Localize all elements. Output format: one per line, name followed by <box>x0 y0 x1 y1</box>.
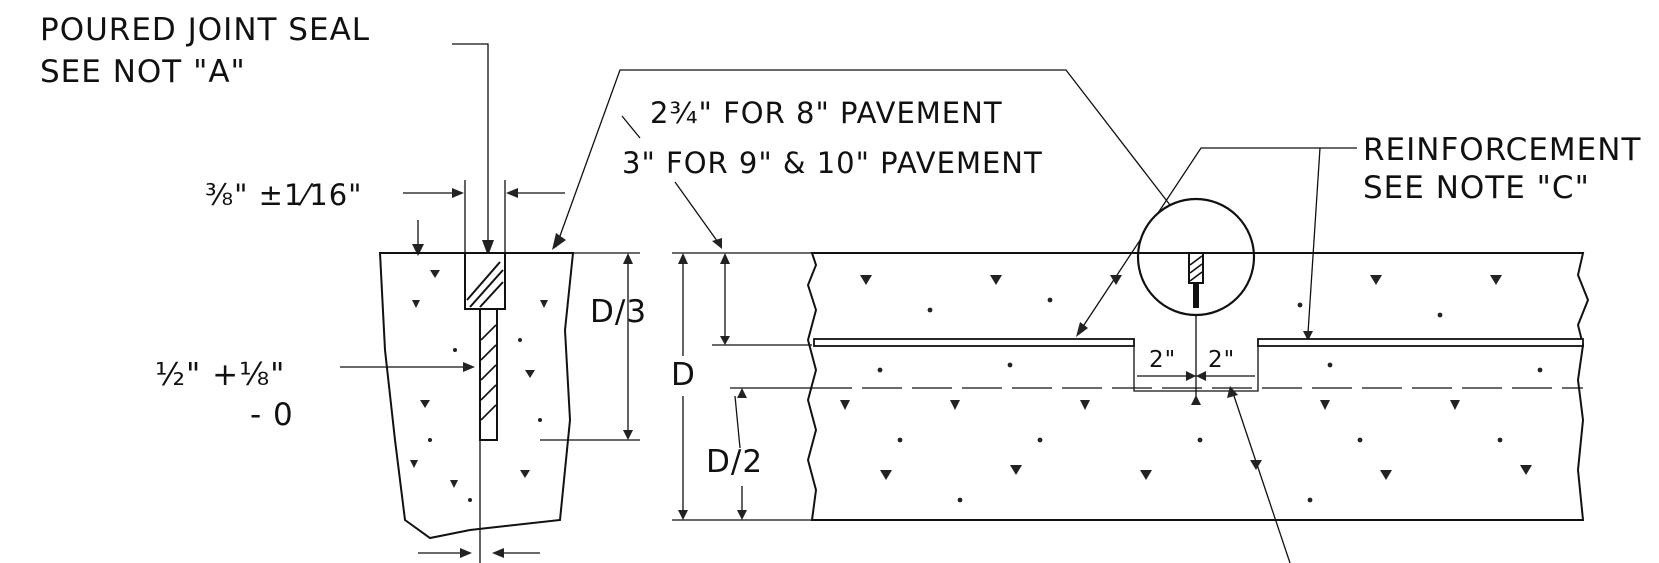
left-aggregate <box>410 270 548 502</box>
seal-hatching <box>466 261 504 308</box>
depth-leader-line <box>555 69 1171 248</box>
gap-arrow-b <box>1196 371 1206 381</box>
pavement-aggregate <box>840 275 1543 503</box>
poured-joint-seal-label: POURED JOINT SEAL <box>40 12 370 48</box>
groove-slot <box>479 308 498 441</box>
reinf-leader-left <box>1079 147 1357 332</box>
seal-leader-line <box>452 43 489 248</box>
d-arrow-bottom <box>678 510 688 520</box>
d2-dim-upper <box>734 395 741 449</box>
depth-leader-arrow <box>552 233 566 250</box>
see-note-c-label: SEE NOTE "C" <box>1363 170 1590 206</box>
d-arrow-top <box>678 253 688 264</box>
groove-width-label: ½" +⅛" <box>155 357 285 393</box>
d2-arrow-top <box>737 388 747 398</box>
depth-8-inch-label: 2¾" FOR 8" PAVEMENT <box>650 96 1003 130</box>
centerline-marker <box>1191 395 1201 405</box>
detail-hatch <box>1189 255 1203 282</box>
gap-left-label: 2" <box>1149 347 1176 373</box>
saw-width-arrow-right <box>506 188 518 198</box>
depth-9-tick <box>674 181 721 246</box>
reinf-arrow-right <box>1303 331 1313 341</box>
d-label: D <box>671 357 696 393</box>
reinforcement-bars <box>813 338 1584 347</box>
gap-right-label: 2" <box>1208 347 1235 373</box>
pav-d3-arrow-bottom <box>720 336 730 345</box>
depth-9-10-inch-label: 3" FOR 9" & 10" PAVEMENT <box>622 146 1043 180</box>
bottom-leader-arrow <box>1227 386 1238 398</box>
saw-width-label: ⅜" ±1⁄16" <box>205 178 363 212</box>
pavement-outline <box>806 252 1590 521</box>
groove-tolerance-label: - 0 <box>250 397 294 433</box>
depth-8-tick <box>621 115 641 139</box>
bottom-arrow-right <box>492 548 504 558</box>
d3-arrow-top <box>623 253 633 264</box>
top-leader-arrow <box>412 244 424 256</box>
bottom-arrow-left <box>460 548 472 558</box>
reinforcement-label: REINFORCEMENT <box>1363 132 1641 168</box>
pav-d3-arrow-top <box>720 253 730 264</box>
d3-arrow-bottom <box>623 430 633 440</box>
depth-9-arrow <box>712 238 722 249</box>
groove-hatching <box>480 324 497 421</box>
see-note-a-label: SEE NOT "A" <box>40 54 246 90</box>
saw-width-arrow-left <box>452 188 464 198</box>
detail-groove <box>1193 283 1199 308</box>
d2-arrow-bottom <box>737 510 747 520</box>
seal-leader-arrow <box>482 240 494 256</box>
reinf-arrow-left <box>1076 322 1088 337</box>
d-over-2-label: D/2 <box>706 444 763 480</box>
d-over-3-label: D/3 <box>590 294 647 330</box>
groove-width-arrow <box>463 362 475 372</box>
reinf-leader-right <box>1307 147 1321 334</box>
gap-arrow-a <box>1186 371 1196 381</box>
bottom-leader-line <box>1231 389 1291 563</box>
